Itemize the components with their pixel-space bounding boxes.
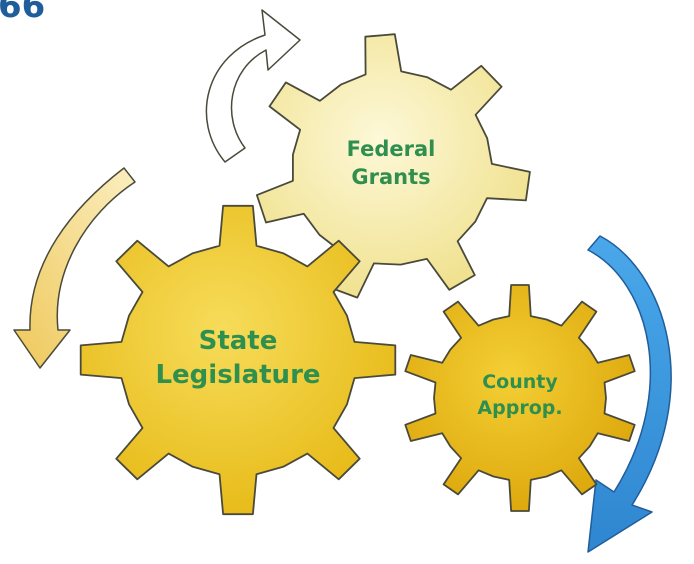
gear-county-label-line-2: Approp. — [477, 397, 562, 419]
curved-arrow-down-left-icon — [13, 167, 136, 369]
curved-arrow-up-right-icon — [205, 9, 301, 163]
gear-state-label-line-1: State — [199, 326, 278, 356]
gear-federal-grants: Federal Grants — [255, 33, 531, 299]
curved-arrow-down-icon — [587, 235, 672, 553]
gear-federal-label-line-2: Grants — [351, 165, 430, 189]
gear-county-label-line-1: County — [482, 371, 558, 393]
gear-federal-label-line-1: Federal — [347, 137, 436, 161]
gear-state-legislature: State Legislature — [79, 204, 397, 516]
gear-county-approp: County Approp. — [404, 284, 636, 512]
gear-state-label-line-2: Legislature — [155, 360, 320, 390]
corner-number: 66 — [0, 0, 46, 26]
